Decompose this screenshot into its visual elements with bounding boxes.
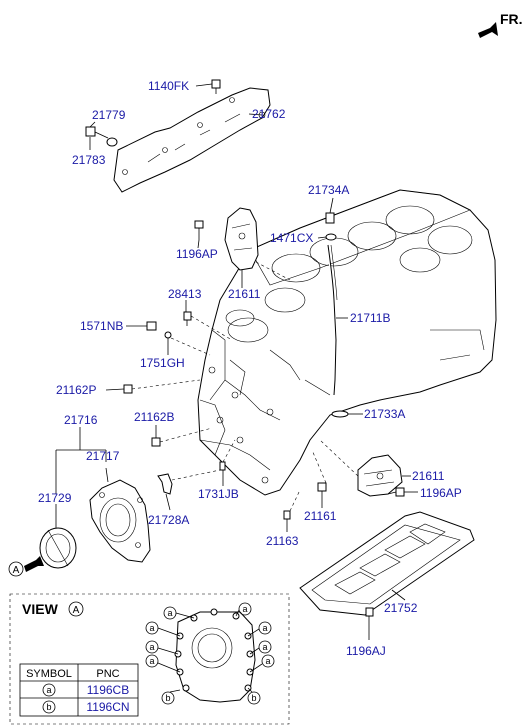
callout-21717: 21717 — [86, 449, 120, 463]
rear-oil-seal-case-21717 — [89, 479, 151, 563]
callout-21734a: 21734A — [308, 183, 349, 197]
engine-mount-21611-top — [224, 207, 259, 271]
callout-1571nb: 1571NB — [80, 319, 123, 333]
view-symbol-a-5: a — [149, 642, 154, 652]
symbol-pnc-table: SYMBOL PNC a 1196CB b 1196CN — [19, 663, 139, 717]
view-symbol-a-7: a — [149, 656, 154, 666]
callout-1751gh: 1751GH — [140, 356, 185, 370]
bolt-1571nb — [146, 321, 157, 331]
oil-seal-21729 — [39, 527, 77, 569]
dipstick-tube-21711b — [327, 244, 338, 396]
plug-21161 — [317, 482, 327, 492]
callout-21783: 21783 — [72, 153, 106, 167]
bolt-1196ap-top — [194, 220, 204, 240]
callout-1731jb: 1731JB — [198, 487, 239, 501]
table-row-1-symbol: a — [46, 685, 51, 695]
view-symbol-a-1: a — [167, 608, 172, 618]
callout-21728a: 21728A — [148, 513, 189, 527]
pin-1731jb — [219, 461, 226, 471]
oil-pan-baffle-21752 — [299, 511, 475, 616]
pin-1751gh — [164, 331, 172, 345]
callout-21779: 21779 — [92, 108, 126, 122]
callout-21161: 21161 — [304, 509, 337, 523]
sensor-28413 — [183, 311, 192, 326]
callout-21162p: 21162P — [56, 383, 96, 397]
front-arrow-icon — [478, 22, 498, 38]
plug-21162b — [151, 437, 161, 447]
callout-21163: 21163 — [266, 534, 299, 548]
callout-1196ap-top: 1196AP — [176, 247, 218, 261]
callout-21611-bottom: 21611 — [412, 469, 445, 483]
pin-21163 — [283, 510, 291, 520]
view-symbol-a-8: a — [265, 656, 270, 666]
callout-21162b: 21162B — [134, 410, 174, 424]
callout-21716: 21716 — [64, 413, 98, 427]
view-marker-letter: A — [13, 565, 20, 576]
callout-1471cx: 1471CX — [270, 231, 313, 245]
plug-21162p — [123, 384, 133, 394]
view-title: VIEW — [22, 601, 59, 617]
bolt-21779 — [85, 126, 118, 147]
callout-1196aj: 1196AJ — [346, 644, 386, 658]
callout-21752: 21752 — [384, 601, 418, 615]
view-a-marker: A — [8, 556, 44, 577]
table-row-2-symbol: b — [46, 702, 51, 712]
table-row-1-pnc: 1196CB — [87, 683, 129, 697]
o-ring-21733a — [331, 410, 349, 418]
callout-21733a: 21733A — [364, 407, 405, 421]
view-title-marker: A — [73, 605, 80, 616]
engine-mount-21611-bottom — [357, 454, 403, 497]
view-a-panel: VIEW A a a a a — [9, 593, 290, 725]
view-arrow-icon — [24, 556, 44, 572]
cover-plate-21762 — [113, 87, 271, 193]
table-row-2-pnc: 1196CN — [86, 700, 129, 714]
view-symbol-a-4: a — [262, 623, 267, 633]
leader-lines — [55, 83, 418, 640]
callout-21729: 21729 — [38, 491, 72, 505]
view-symbol-b-1: b — [165, 693, 170, 703]
callout-28413: 28413 — [168, 287, 202, 301]
callout-1140fk: 1140FK — [148, 79, 189, 93]
front-label: FR. — [500, 11, 523, 27]
view-symbol-b-2: b — [251, 693, 256, 703]
front-direction-indicator: FR. — [478, 11, 523, 38]
callout-labels: 1140FK 21762 21779 21783 21734A 1471CX 1… — [38, 79, 462, 658]
bolt-1140fk — [211, 79, 221, 94]
view-symbol-a-3: a — [149, 623, 154, 633]
view-symbol-a-6: a — [262, 642, 267, 652]
callout-21611-top: 21611 — [228, 287, 261, 301]
bolt-1196aj — [365, 607, 374, 624]
bracket-21728a — [157, 473, 173, 495]
callout-21762: 21762 — [252, 107, 286, 121]
callout-1196ap-bottom: 1196AP — [420, 486, 462, 500]
callout-21711b: 21711B — [350, 311, 390, 325]
view-symbol-a-2: a — [242, 604, 247, 614]
table-header-pnc: PNC — [96, 668, 119, 680]
table-header-symbol: SYMBOL — [26, 668, 72, 680]
